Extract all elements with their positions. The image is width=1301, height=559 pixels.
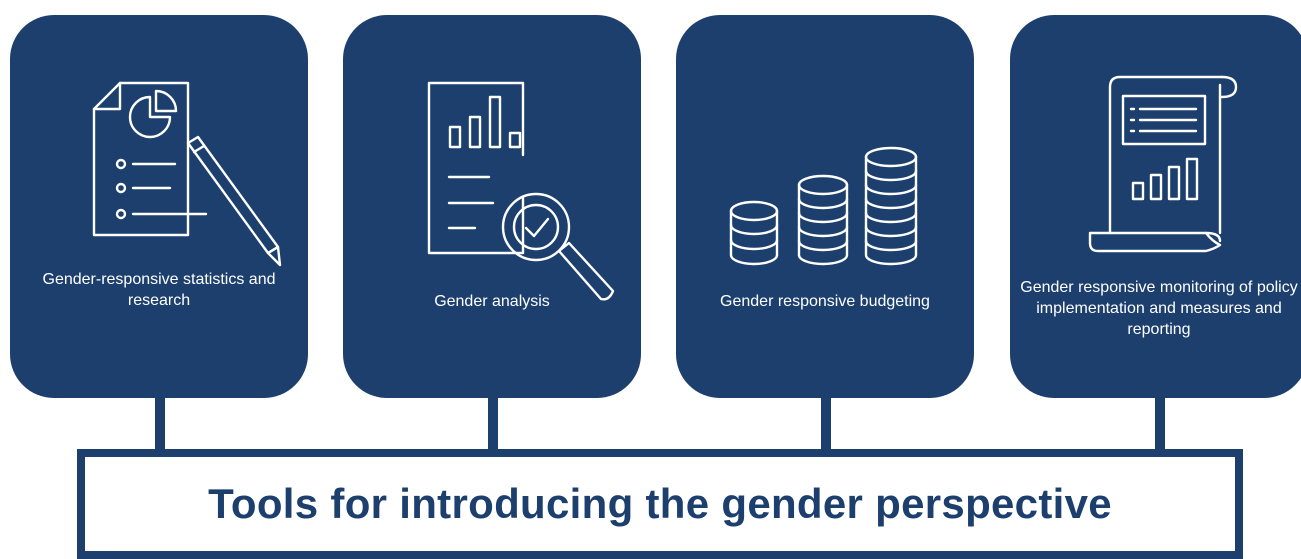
- document-pie-chart-pencil-icon: [92, 81, 282, 267]
- connector-line: [1155, 398, 1165, 454]
- scroll-report-bar-chart-icon: [1088, 75, 1238, 253]
- report-magnifier-check-icon: [427, 81, 615, 301]
- diagram-title: Tools for introducing the gender perspec…: [208, 480, 1112, 527]
- card-label: Gender responsive monitoring of policy i…: [1020, 279, 1298, 338]
- card-statistics-research: Gender-responsive statistics and researc…: [10, 15, 308, 398]
- card-label: Gender-responsive statistics and researc…: [42, 271, 276, 309]
- title-box: Tools for introducing the gender perspec…: [77, 449, 1243, 559]
- card-gender-analysis: Gender analysis: [343, 15, 641, 398]
- card-label: Gender analysis: [434, 293, 550, 310]
- connector-line: [821, 398, 831, 454]
- card-gender-budgeting: Gender responsive budgeting: [676, 15, 974, 398]
- card-label: Gender responsive budgeting: [720, 293, 930, 310]
- connector-line: [488, 398, 498, 454]
- coin-stacks-icon: [729, 146, 918, 266]
- connector-line: [155, 398, 165, 454]
- card-monitoring-reporting: Gender responsive monitoring of policy i…: [1010, 15, 1301, 398]
